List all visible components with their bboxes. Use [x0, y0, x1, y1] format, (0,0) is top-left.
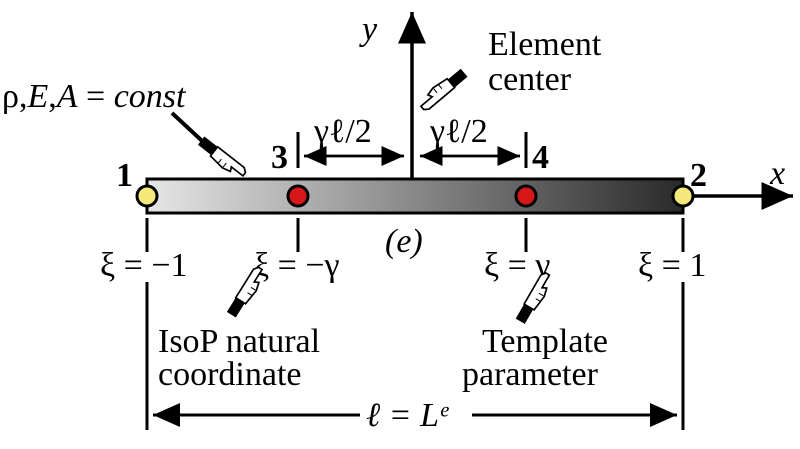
template-label: parameter — [462, 356, 599, 393]
node-marker — [514, 184, 538, 208]
element-center-label: Element — [488, 26, 602, 63]
node-number: 4 — [532, 139, 549, 176]
node-marker — [135, 184, 159, 208]
isop-label: IsoP natural — [158, 323, 320, 360]
node-xi-label: ξ = −1 — [100, 247, 188, 284]
node-xi-label: ξ = 1 — [638, 247, 706, 284]
node-xi-label: ξ = −γ — [254, 247, 340, 284]
element-center-label: center — [488, 61, 572, 98]
length-label: ℓ = Lᵉ — [366, 397, 449, 434]
template-label: Template — [482, 323, 608, 360]
node-marker — [286, 184, 310, 208]
half-length-label-left: γℓ/2 — [313, 113, 372, 150]
half-length-label-right: γℓ/2 — [429, 113, 488, 150]
node-number: 3 — [271, 139, 288, 176]
x-axis-label: x — [769, 155, 785, 192]
material-properties-label: ρ,E,A = const — [2, 78, 187, 115]
node-number: 2 — [690, 157, 707, 194]
isop-label: coordinate — [158, 356, 302, 393]
node-layer: 1ξ = −13ξ = −γ4ξ = γ2ξ = 1 — [100, 139, 707, 284]
y-axis-label: y — [359, 11, 378, 48]
element-tag: (e) — [385, 223, 423, 260]
node-number: 1 — [116, 157, 133, 194]
pointing-hand-icon — [195, 135, 249, 182]
bar-element — [145, 177, 685, 215]
node-marker — [671, 184, 695, 208]
pointing-hand-icon — [416, 65, 469, 113]
